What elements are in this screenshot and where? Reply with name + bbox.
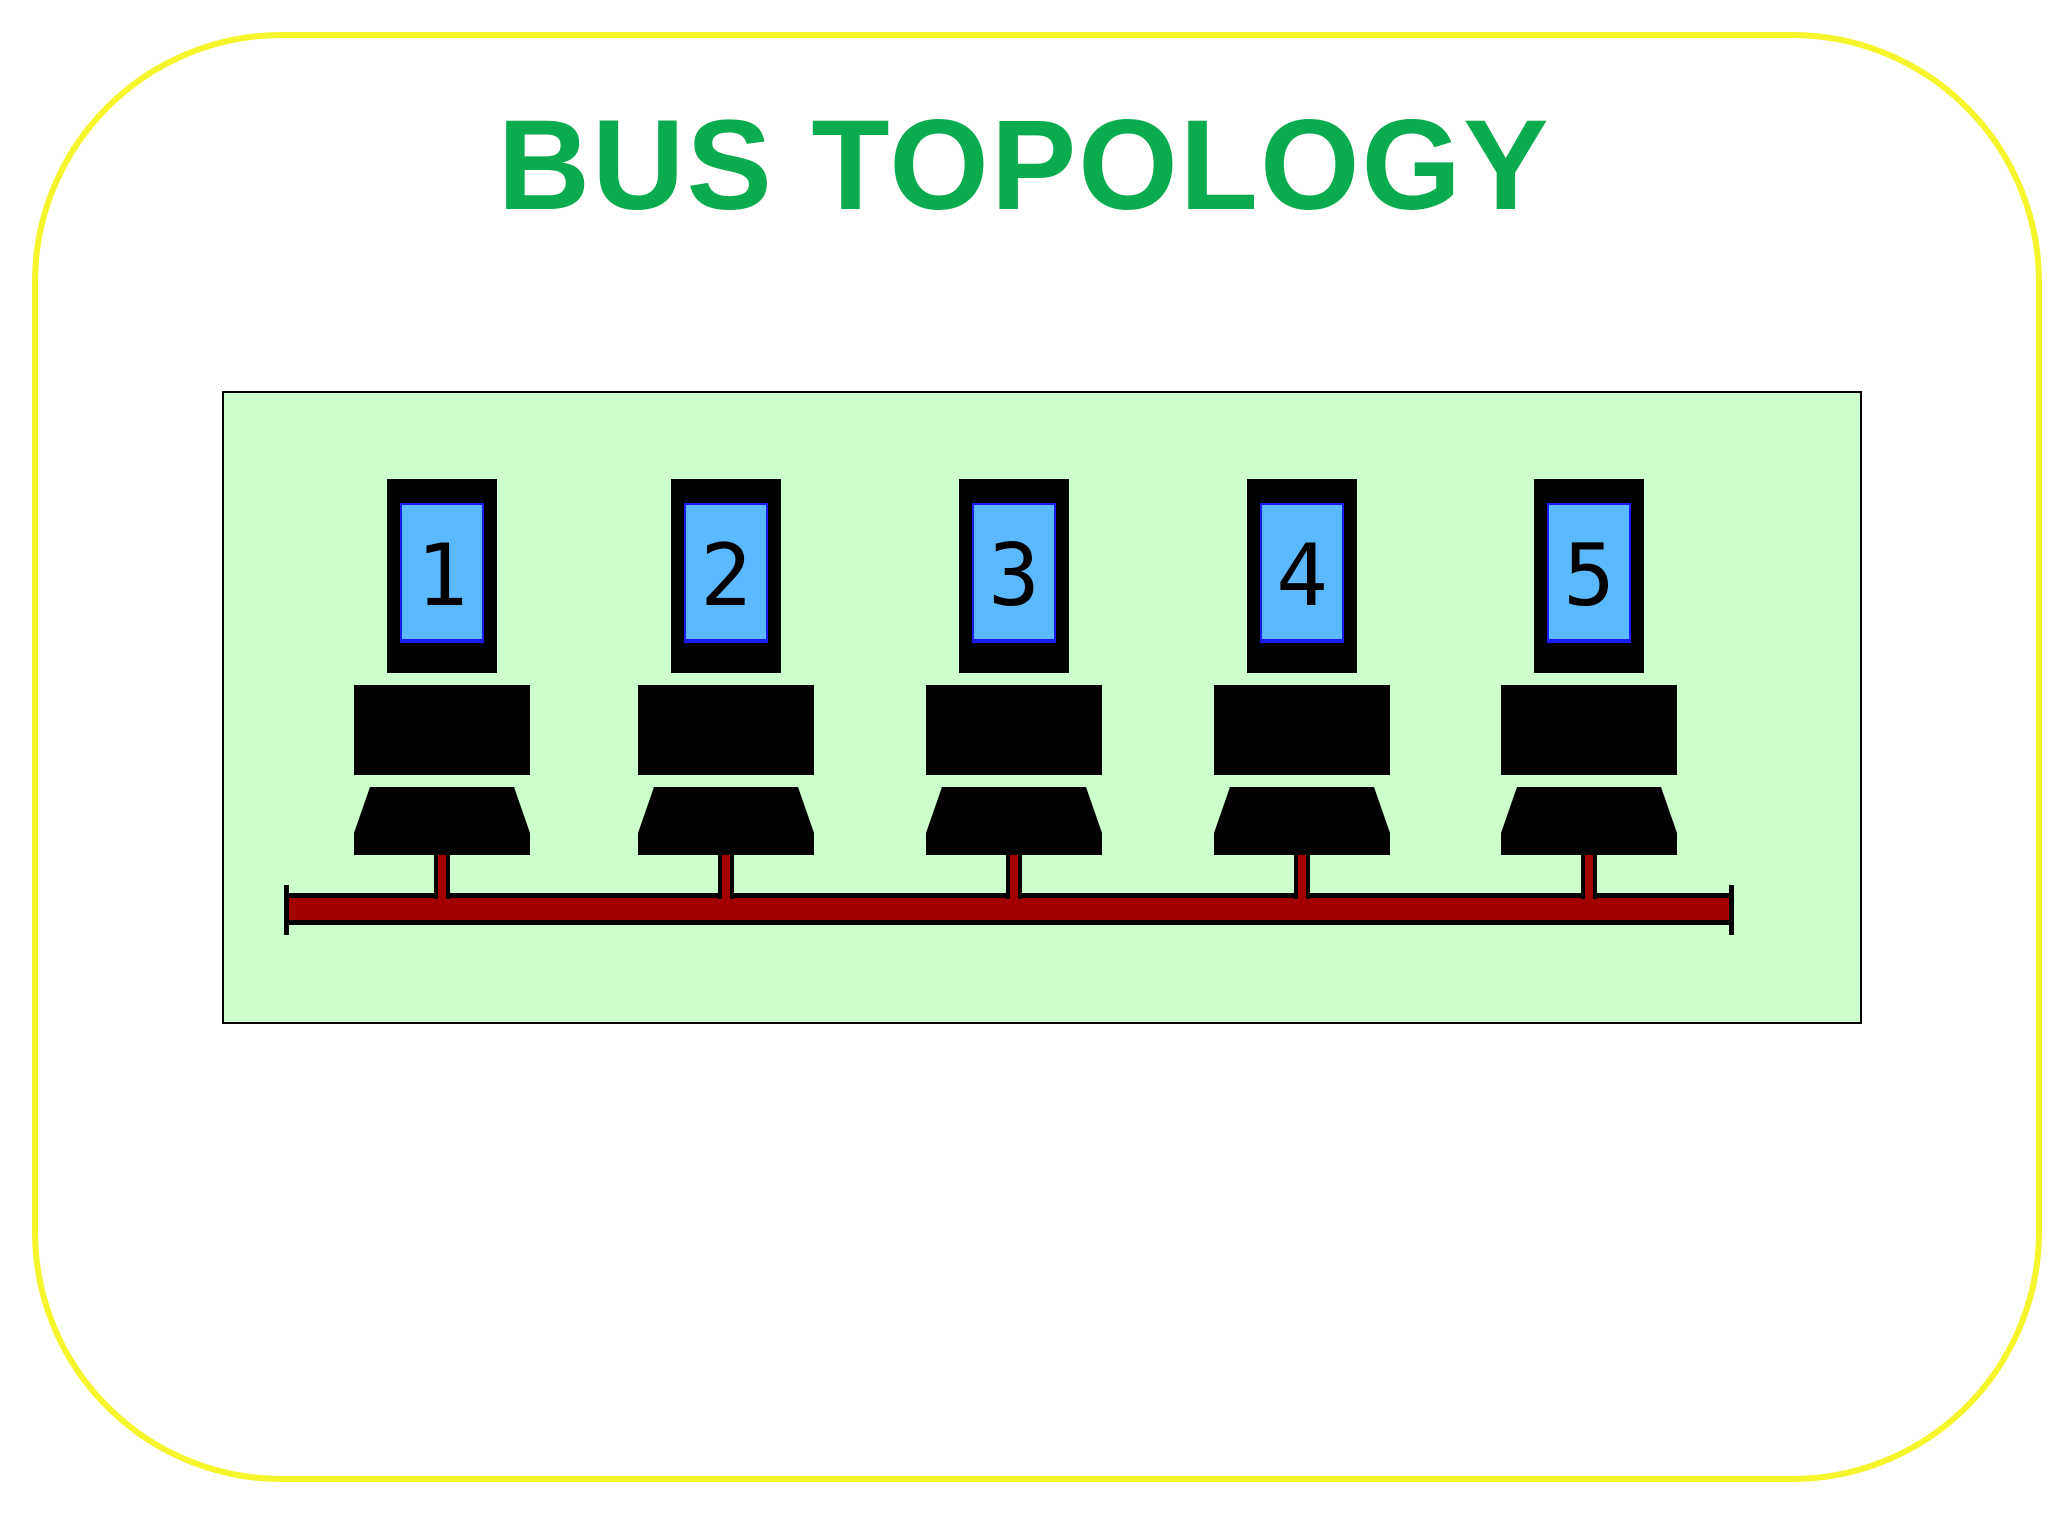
node-number: 3 [988,526,1040,626]
keyboard [1501,787,1677,855]
drop-cable-fill [1585,855,1593,899]
computer-node: 2 [638,479,814,899]
computer-node: 4 [1214,479,1390,899]
bus-line-fill [288,898,1730,920]
page-title: BUS TOPOLOGY [497,94,1551,237]
node-number: 5 [1563,526,1615,626]
diagram-panel: 1 2 3 4 5 [222,391,1862,1024]
system-unit [354,685,530,775]
node-number: 1 [416,526,468,626]
node-number: 4 [1276,526,1328,626]
node-number: 2 [700,526,752,626]
drop-cable-fill [1010,855,1018,899]
screen [1549,505,1629,639]
keyboard [926,787,1102,855]
keyboard [1214,787,1390,855]
computer-node: 1 [354,479,530,899]
drop-cable-fill [1298,855,1306,899]
keyboard [354,787,530,855]
bus-diagram: 1 2 3 4 5 [284,479,1734,935]
system-unit [638,685,814,775]
system-unit [926,685,1102,775]
computer-node: 3 [926,479,1102,899]
system-unit [1214,685,1390,775]
system-unit [1501,685,1677,775]
drop-cable-fill [438,855,446,899]
bus-terminator-right [1729,885,1734,935]
screen [1262,505,1342,639]
drop-cable-fill [722,855,730,899]
keyboard [638,787,814,855]
screen [974,505,1054,639]
nodes-layer: 1 2 3 4 5 [354,479,1677,899]
computer-node: 5 [1501,479,1677,899]
screen [686,505,766,639]
screen [402,505,482,639]
bus-terminator-left [284,885,289,935]
